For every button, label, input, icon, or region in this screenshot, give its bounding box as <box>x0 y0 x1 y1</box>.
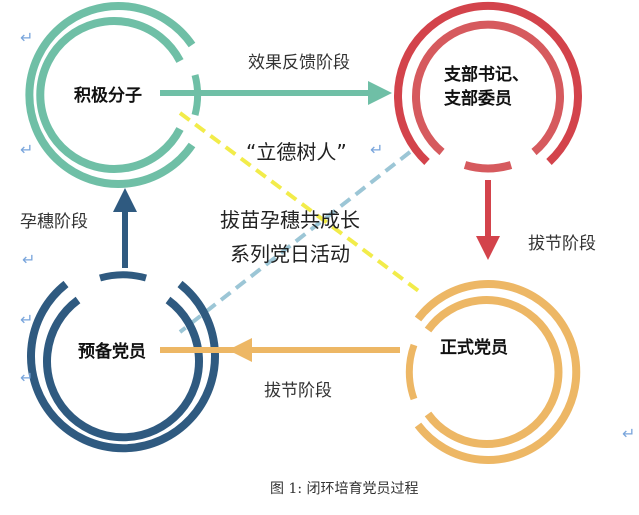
stage-feedback: 效果反馈阶段 <box>248 53 350 73</box>
return-mark-icon: ↵ <box>622 424 636 443</box>
stage-jointing-right: 拔节阶段 <box>528 234 596 254</box>
figure-caption: 图 1: 闭环培育党员过程 <box>270 481 419 497</box>
stage-jointing-bottom: 拔节阶段 <box>264 381 332 401</box>
return-mark-icon: ↵ <box>20 310 34 329</box>
node-branch-line1: 支部书记、 <box>444 65 529 85</box>
node-formal: 正式党员 <box>440 338 508 358</box>
yellow-dashed-connector <box>178 111 422 294</box>
return-mark-icon: ↵ <box>20 140 34 159</box>
branch-ring <box>394 1 582 173</box>
blue-dashed-connector <box>178 150 412 334</box>
return-mark-icon: ↵ <box>370 140 384 159</box>
return-mark-icon: ↵ <box>22 250 36 269</box>
activity-line2: 系列党日活动 <box>230 242 350 266</box>
node-probationary: 预备党员 <box>78 342 146 362</box>
return-mark-icon: ↵ <box>20 368 34 387</box>
activity-line1: 拔苗孕穗共成长 <box>220 208 360 232</box>
motto-text: “立德树人” <box>246 140 347 164</box>
stage-booting: 孕穗阶段 <box>20 212 88 232</box>
return-mark-icon: ↵ <box>20 28 34 47</box>
node-branch-line2: 支部委员 <box>444 89 512 109</box>
node-activist: 积极分子 <box>74 86 142 106</box>
formal-ring <box>405 280 581 464</box>
